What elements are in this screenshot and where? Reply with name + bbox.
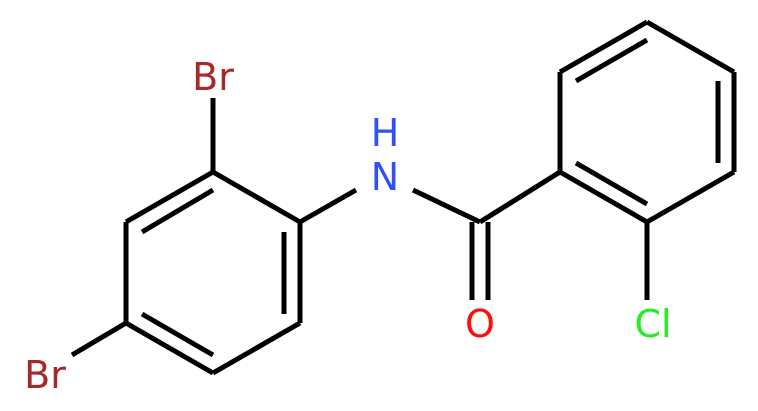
- bond: [211, 169, 302, 225]
- atom-br-top: Br: [192, 55, 234, 99]
- bond: [211, 320, 302, 376]
- atom-br-bottom: Br: [24, 353, 66, 397]
- bond: [124, 169, 215, 225]
- dibromophenyl-ring: [123, 169, 303, 376]
- bond: [645, 169, 736, 225]
- bond-c-n: [298, 187, 358, 225]
- bond: [124, 320, 215, 376]
- atom-h: H: [371, 111, 400, 155]
- chlorophenyl-ring: [557, 19, 737, 225]
- bond: [574, 37, 649, 84]
- bond: [645, 19, 736, 75]
- bond: [140, 187, 215, 235]
- atom-n: N: [371, 155, 399, 199]
- atom-cl: Cl: [634, 302, 671, 346]
- bond: [574, 160, 649, 207]
- atom-o: O: [465, 302, 495, 346]
- bond-n-c: [411, 187, 482, 225]
- bond-c-c: [478, 169, 562, 225]
- bond: [140, 311, 215, 358]
- bond-c-br-bottom: [70, 320, 128, 358]
- bond: [558, 19, 649, 75]
- bond: [558, 169, 649, 225]
